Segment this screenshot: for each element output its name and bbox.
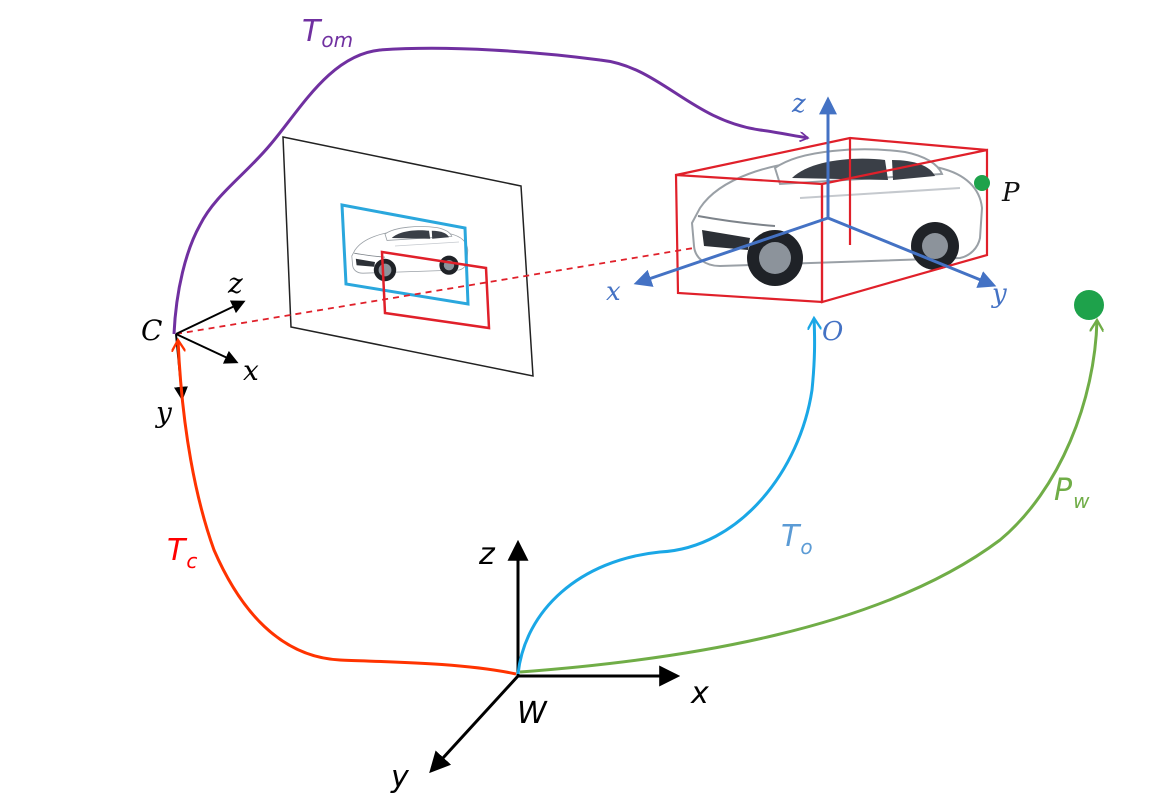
object-axes: [633, 96, 997, 288]
world-frame: z x y W: [390, 537, 709, 795]
camera-z-axis: [175, 300, 246, 335]
object-car-icon: [691, 148, 983, 287]
world-z-label: z: [478, 537, 496, 572]
image-plane: [282, 136, 534, 377]
p-w-label: Pw: [1054, 473, 1090, 513]
camera-frame: C z x y: [141, 267, 259, 429]
object-y-axis: [827, 216, 997, 288]
object-3d-bbox: [674, 136, 989, 304]
object-origin-label: O: [822, 317, 843, 347]
world-point-marker: [1074, 290, 1104, 320]
t-om-label: Tom: [302, 14, 353, 52]
t-om-sub: om: [321, 28, 353, 52]
image-plane-border: [282, 136, 534, 377]
object-z-label: z: [791, 89, 806, 119]
camera-x-axis: [175, 333, 239, 364]
world-y-label: y: [390, 760, 410, 795]
camera-y-label: y: [154, 396, 173, 429]
object-3d: z x y O P: [606, 89, 1020, 347]
object-x-label: x: [606, 277, 621, 307]
t-om-main: T: [302, 14, 323, 49]
world-y-axis: [429, 674, 520, 774]
t-c-label: Tc: [167, 533, 197, 573]
t-c-sub: c: [186, 549, 197, 573]
p-w-sub: w: [1073, 489, 1090, 513]
projection-ray: [175, 239, 743, 335]
camera-origin-label: C: [141, 314, 162, 347]
t-c-main: T: [167, 533, 188, 568]
point-p-marker: [974, 175, 990, 191]
t-o-main: T: [781, 519, 802, 554]
world-origin-label: W: [517, 696, 548, 731]
image-plane-car-icon: [351, 226, 469, 282]
camera-x-label: x: [243, 354, 259, 387]
t-o-sub: o: [800, 535, 812, 559]
p-w-main: P: [1054, 473, 1073, 508]
t-c-arrow: [178, 340, 517, 676]
p-w-arrow: [519, 320, 1097, 674]
t-o-arrow: [516, 318, 815, 675]
t-o-label: To: [781, 519, 813, 559]
point-p-label: P: [1001, 178, 1020, 208]
projected-3d-bbox: [380, 250, 491, 330]
object-x-axis: [633, 216, 829, 287]
camera-z-label: z: [227, 267, 243, 300]
t-om-arrow: [172, 46, 808, 335]
object-y-label: y: [991, 279, 1007, 309]
image-2d-bbox: [340, 203, 470, 306]
world-x-label: x: [690, 676, 709, 711]
